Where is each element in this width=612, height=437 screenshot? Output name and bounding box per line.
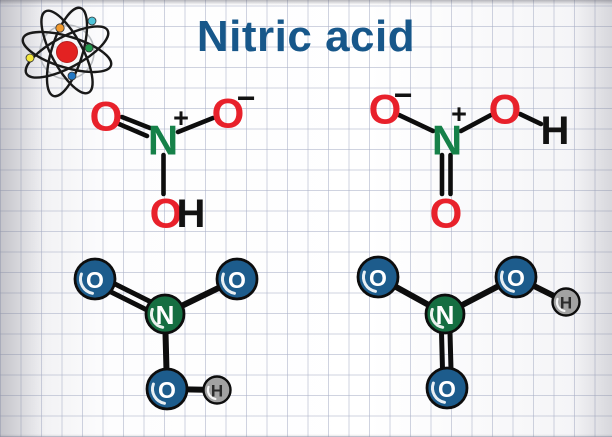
ball-model-left: O O N O H: [73, 257, 259, 411]
ball-oxygen-label: O: [369, 265, 387, 291]
ball-highlight: [431, 381, 446, 404]
ball-model-right: O N O H O: [356, 255, 581, 410]
single-bond-line: [517, 111, 544, 127]
hydrogen-atom-label: H: [541, 109, 570, 153]
ball-highlight: [151, 382, 166, 405]
single-bond-line: [396, 112, 436, 134]
oxygen-atom-label: O: [150, 190, 183, 237]
ball-highlight: [150, 307, 165, 329]
ball-highlight: [206, 385, 217, 400]
oxygen-atom-label: O: [489, 86, 522, 133]
nitrogen-atom-label: N: [148, 117, 178, 164]
ball-highlight: [555, 297, 566, 312]
ball-highlight: [79, 272, 94, 295]
page-title: Nitric acid: [196, 12, 416, 61]
atom-orbit: [21, 30, 113, 74]
plus-charge-label: +: [173, 103, 189, 133]
atom-nucleus: [56, 41, 78, 63]
ball-nitrogen-label: N: [436, 300, 455, 330]
nitrogen-atom-label: N: [432, 117, 462, 164]
atom-orbit: [24, 25, 110, 79]
ball-highlight: [430, 307, 445, 329]
ball-oxygen-label: O: [228, 267, 246, 293]
ball-highlight: [221, 272, 236, 295]
atom-orbit: [40, 9, 94, 95]
plus-charge-label: +: [451, 99, 467, 129]
electron-dot: [25, 53, 35, 63]
atom-icon: [21, 6, 113, 98]
ball-highlight: [500, 270, 515, 293]
oxygen-atom-label: O: [430, 190, 463, 237]
ball-hydrogen-label: H: [560, 294, 572, 313]
electron-dot: [87, 16, 97, 26]
electron-dot: [67, 71, 77, 81]
electron-dot: [55, 23, 65, 33]
single-bond-line: [175, 115, 216, 135]
structural-formula-left: O N + O − O H: [90, 80, 256, 237]
ball-oxygen-label: O: [438, 376, 456, 402]
ball-oxygen-label: O: [158, 377, 176, 403]
ball-nitrogen-label: N: [156, 300, 175, 330]
atom-orbit: [45, 6, 89, 98]
hydrogen-atom-label: H: [177, 192, 206, 236]
ball-hydrogen-label: H: [211, 382, 223, 401]
minus-charge-label: −: [394, 77, 413, 113]
double-bond-line: [116, 121, 150, 139]
structural-formula-right: O − N + O H O: [369, 77, 570, 237]
oxygen-atom-label: O: [90, 93, 123, 140]
oxygen-atom-label: O: [212, 90, 245, 137]
ball-oxygen-label: O: [86, 267, 104, 293]
oxygen-atom-label: O: [369, 86, 402, 133]
ball-oxygen-label: O: [507, 265, 525, 291]
ball-highlight: [362, 270, 377, 293]
electron-dot: [84, 43, 94, 53]
double-bond-line: [119, 114, 153, 131]
single-bond-line: [458, 112, 494, 134]
minus-charge-label: −: [237, 80, 256, 116]
